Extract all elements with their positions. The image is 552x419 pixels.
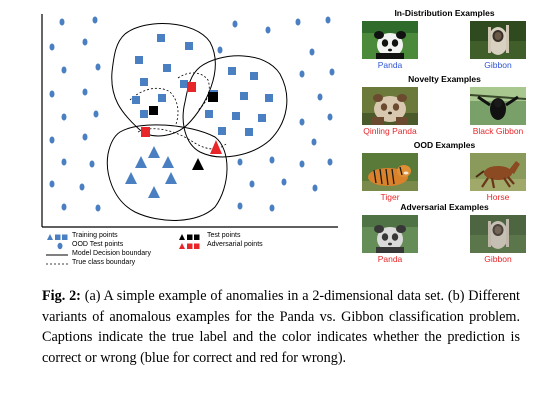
adversarial-legend-icon [179, 243, 200, 249]
ood-legend-icon [57, 242, 63, 250]
true-boundary-2 [177, 72, 210, 111]
tiger-image [362, 153, 418, 191]
example-tiger: Tiger [362, 153, 418, 202]
test-points-legend-icon [179, 234, 200, 240]
examples-panel: In-Distribution Examples Panda Gibbon No… [342, 6, 547, 268]
example-gibbon: Gibbon [470, 21, 526, 70]
example-horse: Horse [470, 153, 526, 202]
caption-tiger: Tiger [380, 192, 400, 202]
caption-adversarial-panda: Panda [377, 254, 403, 264]
true-boundary-legend-icon [46, 263, 68, 265]
caption-horse: Horse [486, 192, 510, 202]
legend-training-label: Training points [72, 232, 118, 239]
section-title-adversarial: Adversarial Examples [400, 202, 489, 212]
legend-true-boundary-label: True class boundary [72, 259, 136, 266]
model-boundary-legend-icon [46, 254, 68, 256]
training-points-triangles [125, 146, 177, 198]
gibbon-noisy-image [470, 215, 526, 253]
ood-test-points [49, 16, 335, 212]
model-boundary-right [182, 55, 288, 158]
example-adversarial-panda: Panda [362, 215, 418, 264]
test-points [149, 92, 218, 170]
caption-qinling-panda: Qinling Panda [363, 126, 417, 136]
model-boundary-bottom [106, 124, 228, 221]
example-panda: Panda [362, 21, 418, 70]
figure-caption-text: (a) A simple example of anomalies in a 2… [42, 288, 520, 366]
qinling-panda-image [362, 87, 418, 125]
panda-noisy-image [362, 215, 418, 253]
caption-black-gibbon: Black Gibbon [472, 126, 524, 136]
training-points-squares-top [132, 34, 193, 118]
example-qinling-panda: Qinling Panda [362, 87, 418, 136]
figure-label: Fig. 2: [42, 288, 81, 304]
model-boundary-top [111, 23, 216, 137]
true-boundary-1 [129, 87, 179, 125]
legend-test-points-label: Test points [207, 232, 241, 239]
panda-image [362, 21, 418, 59]
figure-caption: Fig. 2: (a) A simple example of anomalie… [42, 286, 520, 368]
gibbon-image [470, 21, 526, 59]
example-adversarial-gibbon: Gibbon [470, 215, 526, 264]
legend: Training points OOD Test points Model De… [44, 232, 344, 272]
true-boundary-3 [137, 128, 227, 150]
anomaly-diagram [41, 14, 338, 228]
legend-ood-label: OOD Test points [72, 241, 124, 248]
legend-model-boundary-label: Model Decision boundary [72, 250, 151, 257]
adversarial-points [141, 82, 222, 154]
section-title-novelty: Novelty Examples [408, 74, 481, 84]
section-title-in-distribution: In-Distribution Examples [394, 8, 495, 18]
section-title-ood: OOD Examples [413, 140, 476, 150]
training-legend-icon [47, 234, 68, 240]
caption-gibbon: Gibbon [484, 60, 512, 70]
horse-image [470, 153, 526, 191]
black-gibbon-image [470, 87, 526, 125]
example-black-gibbon: Black Gibbon [470, 87, 526, 136]
legend-adversarial-label: Adversarial points [207, 241, 263, 248]
caption-panda: Panda [377, 60, 403, 70]
caption-adversarial-gibbon: Gibbon [484, 254, 512, 264]
